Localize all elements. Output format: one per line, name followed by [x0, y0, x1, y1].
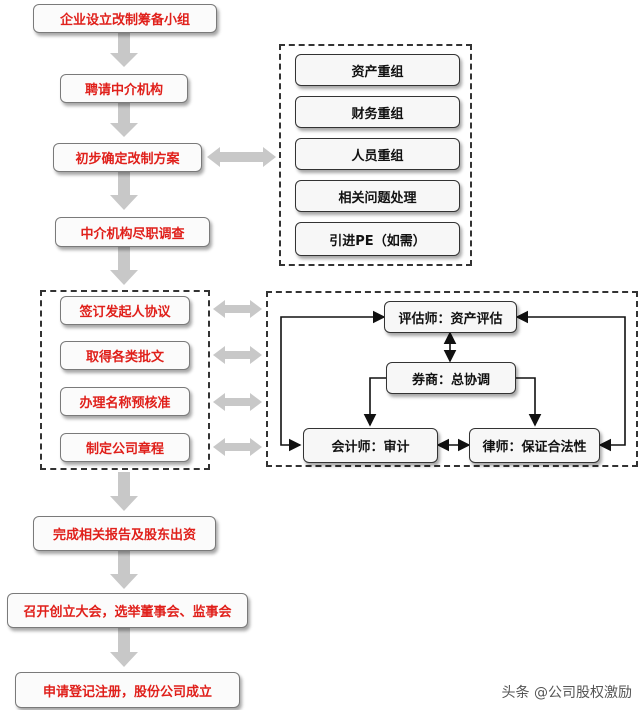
agency-connectors	[280, 310, 626, 452]
flow-arrow-3	[110, 172, 138, 210]
step-approvals: 取得各类批文	[60, 341, 190, 370]
agency-lawyer: 律师：保证合法性	[469, 428, 600, 463]
restructure-asset: 资产重组	[295, 54, 460, 86]
step-name-preapproval: 办理名称预核准	[60, 387, 190, 416]
restructure-personnel: 人员重组	[295, 138, 460, 170]
agency-appraiser: 评估师：资产评估	[384, 301, 517, 333]
double-arrow-2	[213, 346, 262, 364]
flow-arrow-5	[110, 472, 138, 511]
agencies-group	[266, 291, 638, 467]
step-sponsor-agreement: 签订发起人协议	[60, 296, 190, 325]
double-arrow-4	[213, 438, 262, 456]
step-articles: 制定公司章程	[60, 433, 190, 462]
step-preliminary-plan: 初步确定改制方案	[53, 143, 202, 172]
flow-arrow-4	[110, 247, 138, 285]
step-registration: 申请登记注册，股份公司成立	[15, 672, 240, 708]
double-arrow-1	[213, 300, 262, 318]
restructure-related-issues: 相关问题处理	[295, 180, 460, 212]
agency-accountant: 会计师：审计	[303, 428, 438, 463]
restructure-introduce-pe: 引进PE（如需）	[295, 222, 460, 256]
flow-arrow-6	[110, 551, 138, 589]
connector-left-loop	[280, 310, 386, 452]
step-reports-capital: 完成相关报告及股东出资	[33, 516, 216, 551]
step-hire-intermediaries: 聘请中介机构	[60, 74, 188, 103]
flow-arrow-2	[110, 103, 138, 137]
double-arrows	[207, 147, 276, 456]
agency-broker: 券商：总协调	[386, 362, 516, 394]
flow-arrows	[110, 33, 138, 667]
flow-arrow-7	[110, 628, 138, 667]
step-prep-group: 企业设立改制筹备小组	[33, 4, 217, 33]
restructure-finance: 财务重组	[295, 96, 460, 128]
connector-right-loop	[515, 310, 626, 452]
step-founding-meeting: 召开创立大会，选举董事会、监事会	[7, 593, 248, 628]
flow-arrow-1	[110, 33, 138, 67]
legal-steps-group	[40, 290, 210, 470]
double-arrow-plan	[207, 147, 276, 167]
restructure-group	[279, 44, 472, 266]
step-due-diligence: 中介机构尽职调查	[55, 217, 210, 247]
watermark: 头条 @公司股权激励	[501, 685, 632, 701]
double-arrow-3	[213, 393, 262, 411]
